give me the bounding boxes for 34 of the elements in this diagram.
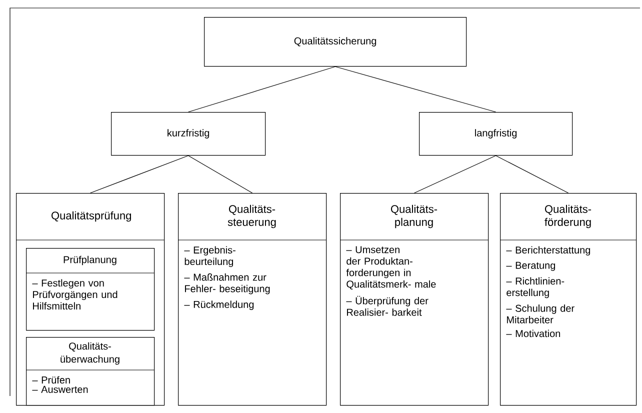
connector-line <box>188 66 336 112</box>
column-box <box>340 193 489 406</box>
connector-line <box>496 155 569 194</box>
category-box: Qualitätssicherung <box>204 17 467 67</box>
list-item: – Umsetzen der Produktan- forderungen in Qualitätsmerk- male <box>346 246 436 290</box>
list-item: – Maßnahmen zur Fehler- beseitigung <box>184 273 270 294</box>
connector-line <box>90 155 189 194</box>
column-heading: Qualitäts- förderung <box>544 204 592 228</box>
list-item: – Auswerten <box>32 386 88 393</box>
list-item: – Richtlinien- erstellung <box>506 277 564 298</box>
list-item: – Schulung der Mitarbeiter <box>506 304 574 324</box>
category-box: kurzfristig <box>111 112 266 156</box>
connector-line <box>414 155 496 194</box>
column-box <box>16 193 165 406</box>
list-item: – Rückmeldung <box>184 300 254 310</box>
column-heading: Qualitäts- planung <box>390 204 438 228</box>
column-box <box>500 193 637 406</box>
category-box: langfristig <box>419 112 573 156</box>
list-item: – Festlegen von Prüfvorgängen und Hilfsmitteln <box>32 279 118 310</box>
connector-line <box>188 155 253 194</box>
sub-box <box>26 337 155 406</box>
list-item: – Überprüfung der Realisier- barkeit <box>346 296 428 316</box>
list-item: – Ergebnis- beurteilung <box>184 246 236 268</box>
sub-box <box>26 248 155 331</box>
column-heading: Qualitätsprüfung <box>52 211 131 222</box>
column-heading: Prüfplanung <box>64 256 116 266</box>
list-item: – Beratung <box>506 262 556 271</box>
column-heading: Qualitäts- überwachung <box>60 342 120 365</box>
connector-line <box>335 66 496 112</box>
list-item: – Motivation <box>506 330 560 338</box>
column-heading: Qualitäts- steuerung <box>228 204 276 228</box>
column-box <box>178 193 327 406</box>
list-item: – Berichterstattung <box>506 246 590 256</box>
list-item: – Prüfen <box>32 376 70 384</box>
